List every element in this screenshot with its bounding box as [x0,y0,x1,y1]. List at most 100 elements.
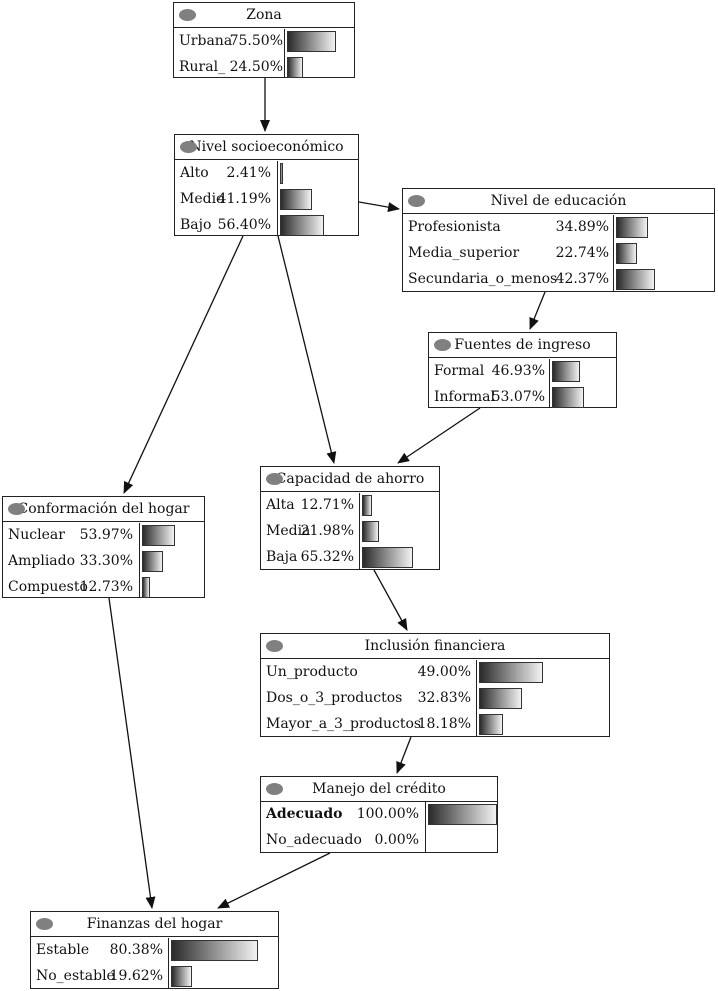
state-row[interactable]: Alta 12.71% [261,493,439,519]
column-divider [284,29,285,77]
state-probability: 18.18% [417,716,471,732]
state-label: Secundaria_o_menos [408,271,558,287]
probability-bar [552,387,584,408]
node-title: Manejo del crédito [312,781,446,797]
state-label: Media_superior [408,245,520,261]
node-header: Capacidad de ahorro [261,467,439,492]
edge-arrow [277,235,337,464]
state-row[interactable]: Media_superior 22.74% [403,241,714,267]
state-row[interactable]: Nuclear 53.97% [3,523,204,549]
state-probability: 53.97% [79,527,133,543]
probability-bar [362,495,372,516]
node-oval-icon [266,473,283,485]
state-label: Profesionista [408,219,501,235]
edge-arrow [108,597,156,909]
state-list: Profesionista 34.89% Media_superior 22.74% S… [403,215,714,291]
state-probability: 12.71% [300,497,354,513]
node-oval-icon [8,503,25,515]
state-probability: 24.50% [229,59,283,75]
node-oval-icon [179,9,196,21]
probability-bar [287,31,336,52]
state-probability: 12.73% [79,579,133,595]
state-probability: 34.89% [555,219,609,235]
probability-bar [616,243,637,264]
state-row[interactable]: Profesionista 34.89% [403,215,714,241]
state-probability: 100.00% [356,806,419,822]
state-label: Bajo [180,217,212,233]
column-divider [168,938,169,988]
state-probability: 80.38% [109,942,163,958]
state-row[interactable]: Adecuado 100.00% [261,802,497,828]
probability-bar [171,966,192,987]
state-label: Ampliado [8,553,76,569]
node-oval-icon [434,339,451,351]
state-probability: 46.93% [491,363,545,379]
state-probability: 22.74% [555,245,609,261]
probability-bar [142,525,175,546]
state-probability: 75.50% [229,33,283,49]
node-title: Fuentes de ingreso [454,337,591,353]
node-title: Inclusión financiera [364,638,506,654]
state-label: Alta [266,497,295,513]
node-oval-icon [266,640,283,652]
state-row[interactable]: Rural_24.50% [174,55,354,81]
state-probability: 53.07% [491,389,545,405]
probability-bar [552,361,580,382]
state-label: Urbana [179,33,233,49]
probability-bar [362,547,413,568]
probability-bar [479,714,503,735]
probability-bar [428,804,497,825]
state-probability: 41.19% [217,191,271,207]
state-probability: 65.32% [300,549,354,565]
state-label: Adecuado [266,806,343,822]
node-title: Conformación del hogar [17,501,190,517]
probability-bar [616,269,655,290]
probability-bar [479,662,543,683]
state-label: Dos_o_3_productos [266,690,403,706]
edge-arrow [529,291,546,330]
state-probability: 33.30% [79,553,133,569]
probability-bar [171,940,258,961]
probability-bar [616,217,648,238]
column-divider [613,215,614,291]
node-header: Zona [174,3,354,28]
state-probability: 21.98% [300,523,354,539]
probability-bar [287,57,303,78]
state-label: Nuclear [8,527,65,543]
node-header: Nivel de educación [403,189,714,214]
state-probability: 0.00% [374,832,419,848]
